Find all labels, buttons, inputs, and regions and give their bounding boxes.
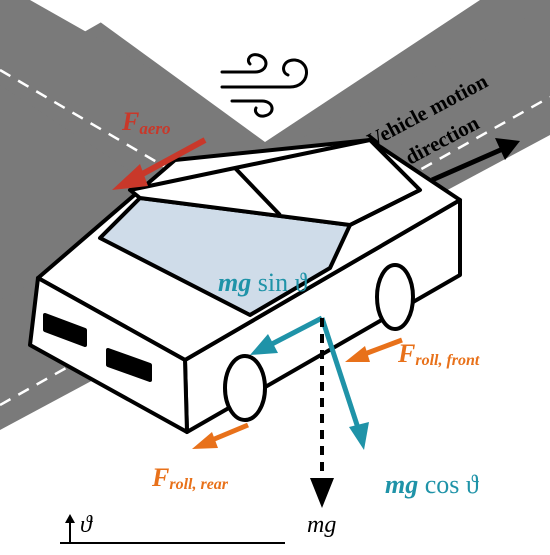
mg-sin-label: mg sin ϑ	[218, 268, 308, 297]
f-roll-rear-arrow	[192, 422, 249, 449]
mg-arrow	[310, 318, 334, 508]
f-roll-front-arrow	[345, 337, 403, 362]
f-roll-rear-label: Froll, rear	[151, 463, 229, 493]
wind-icon	[220, 53, 308, 118]
f-roll-front-label: Froll, front	[397, 339, 480, 369]
mg-cos-arrow	[319, 317, 369, 450]
f-aero-label: Faero	[121, 107, 171, 138]
motion-arrow	[430, 138, 520, 183]
headlight-left	[43, 313, 87, 347]
windshield	[98, 196, 352, 317]
theta-arc	[65, 514, 75, 543]
wheel-rear-right	[375, 263, 415, 331]
mg-label: mg	[307, 512, 336, 538]
headlight-right	[106, 348, 152, 382]
mg-sin-arrow	[250, 315, 324, 355]
wheel-front-left	[223, 354, 267, 422]
mg-cos-label: mg cos ϑ	[385, 470, 479, 499]
theta-label: ϑ	[80, 512, 93, 538]
f-aero-arrow	[112, 137, 207, 190]
background-wedge	[70, 0, 480, 142]
car	[28, 138, 462, 434]
